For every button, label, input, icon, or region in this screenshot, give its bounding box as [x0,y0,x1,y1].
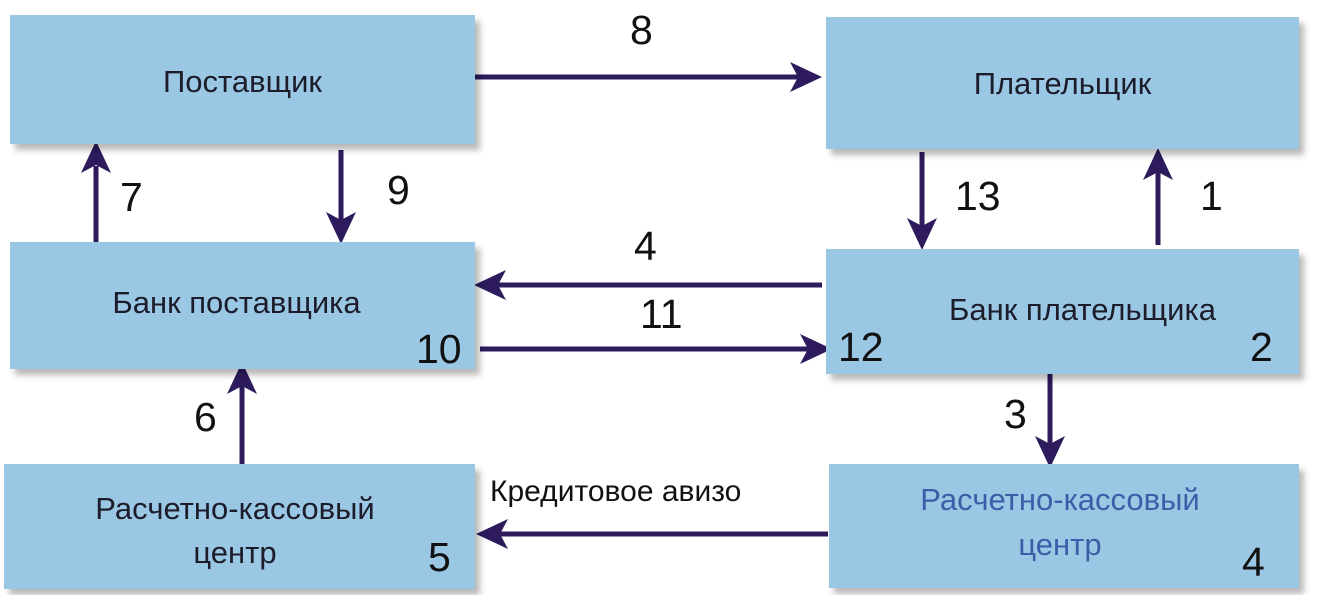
arrowhead-1 [1143,148,1173,180]
payer-label: Плательщик [973,66,1152,101]
arrowhead-6 [227,362,257,394]
arrow-label-8: 8 [630,7,653,53]
payer-bank-label: Банк плательщика [949,292,1216,327]
supplier-bank-box: Банк поставщика 10 [10,242,475,372]
payer-bank-number: 2 [1250,324,1273,370]
arrow-label-7: 7 [120,174,143,220]
arrow-label-11: 11 [640,291,683,337]
payer-bank-number-left: 12 [838,324,884,370]
arrow-label-9: 9 [387,167,410,213]
rkc-right-label-line1: Расчетно-кассовый [920,482,1200,517]
rkc-right-number: 4 [1242,539,1265,585]
credit-advice-caption: Кредитовое авизо [490,475,742,508]
supplier-label: Поставщик [163,64,322,99]
arrowhead-8 [790,62,822,92]
supplier-bank-number: 10 [416,326,462,372]
arrow-label-3: 3 [1004,391,1027,437]
rkc-left-box: Расчетно-кассовый центр 5 [4,464,475,589]
arrowhead-7 [81,141,111,173]
arrowhead-11 [800,334,832,364]
rkc-left-number: 5 [428,534,451,580]
arrow-label-13: 13 [955,173,1001,219]
arrowhead-13 [907,218,937,250]
payer-box: Плательщик [826,17,1299,149]
payer-bank-box: 12 Банк плательщика 2 [826,249,1299,374]
arrowhead-9 [326,212,356,244]
arrowhead-4 [474,270,506,300]
arrowhead-credit-advice [476,519,508,549]
arrow-label-4: 4 [634,223,657,269]
arrowhead-3 [1035,436,1065,468]
supplier-box: Поставщик [10,15,475,144]
supplier-bank-label: Банк поставщика [112,285,361,320]
rkc-right-label-line2: центр [1018,527,1102,562]
rkc-left-label-line1: Расчетно-кассовый [95,491,375,526]
arrow-label-1: 1 [1200,173,1223,219]
rkc-right-box: Расчетно-кассовый центр 4 [829,464,1299,588]
arrow-label-6: 6 [194,394,217,440]
rkc-left-label-line2: центр [193,535,277,570]
